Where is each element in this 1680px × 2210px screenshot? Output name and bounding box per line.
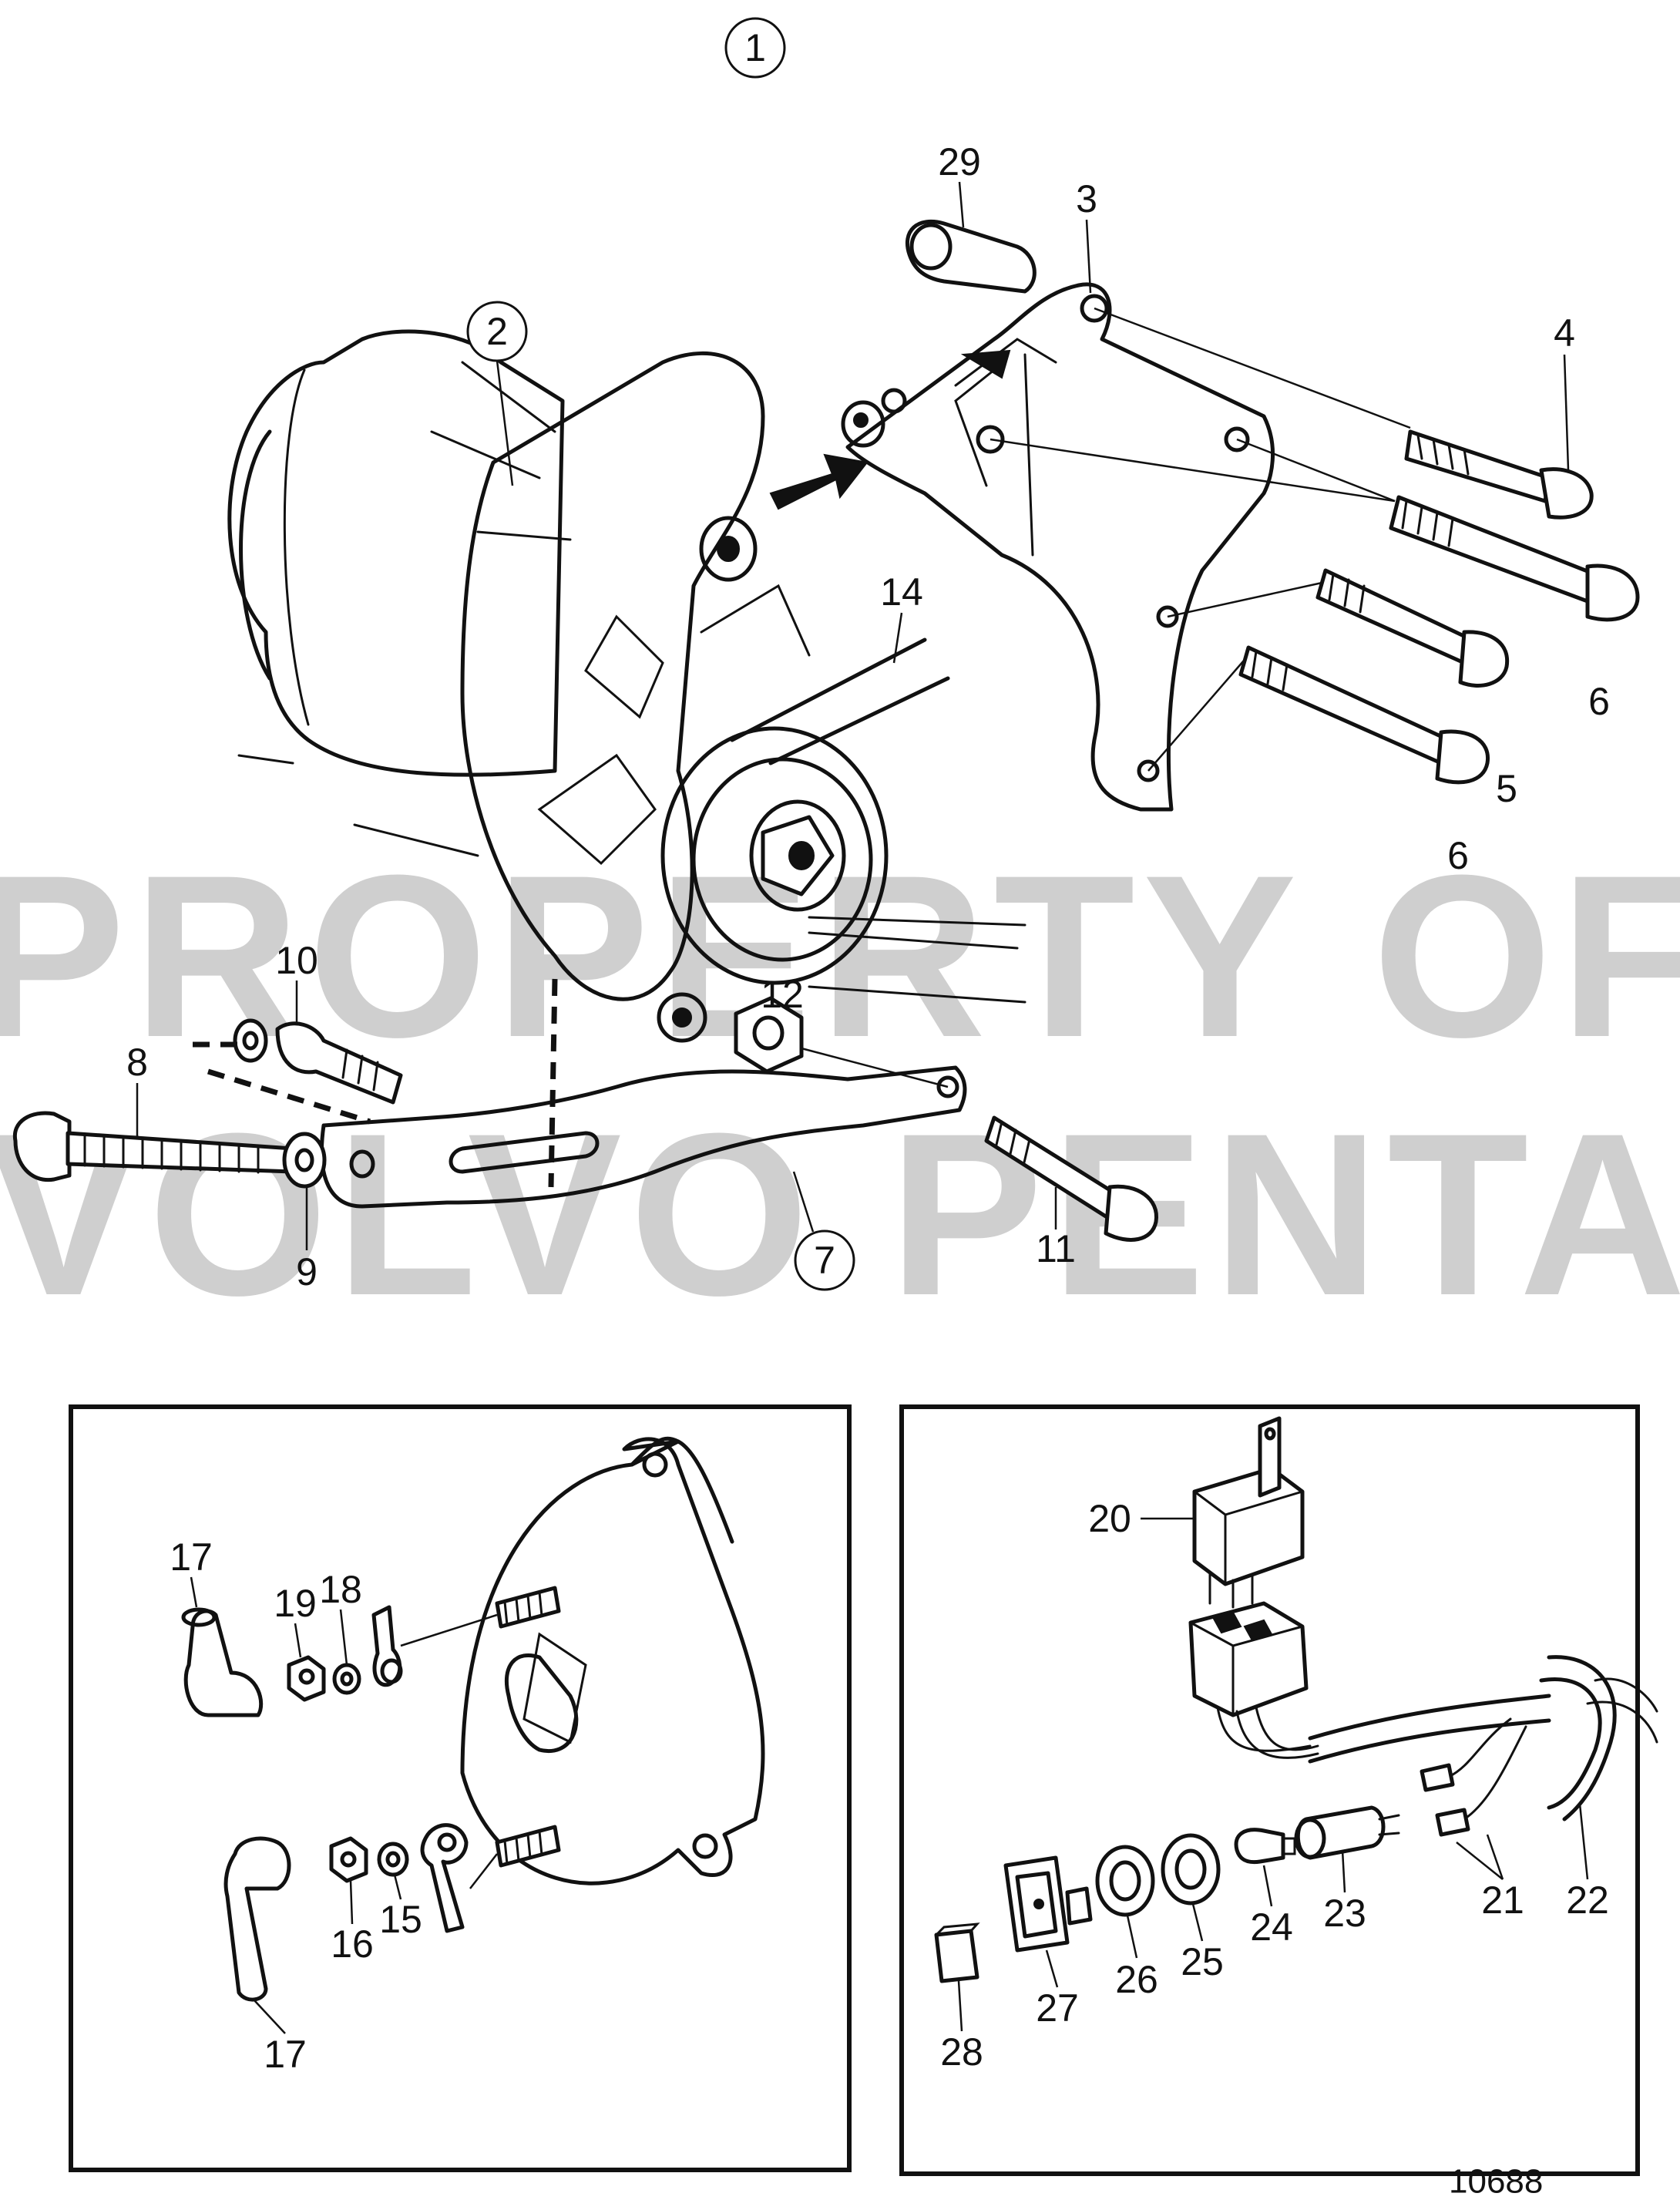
svg-text:5: 5 <box>1496 767 1517 810</box>
relay-detail-box <box>899 1404 1658 2176</box>
callout-9: 9 <box>296 1187 318 1293</box>
diagram-number: 10688 <box>1449 2163 1543 2201</box>
washer-9 <box>282 1132 327 1189</box>
callout-25: 25 <box>1181 1903 1224 1983</box>
svg-text:17: 17 <box>170 1536 213 1579</box>
svg-text:25: 25 <box>1181 1940 1224 1983</box>
assembly-arrow <box>769 453 869 510</box>
callout-15: 15 <box>379 1874 422 1941</box>
svg-text:12: 12 <box>761 973 804 1016</box>
svg-text:21: 21 <box>1481 1879 1524 1922</box>
svg-text:22: 22 <box>1566 1879 1609 1922</box>
callout-7: 7 <box>792 1171 855 1291</box>
callout-18: 18 <box>319 1568 362 1666</box>
svg-text:28: 28 <box>940 2030 983 2074</box>
callout-24: 24 <box>1250 1865 1293 1949</box>
callout-12: 12 <box>761 973 804 1016</box>
svg-text:9: 9 <box>296 1250 318 1293</box>
callout-21: 21 <box>1456 1834 1524 1922</box>
bolt-11 <box>801 1047 1159 1242</box>
callout-29: 29 <box>938 140 981 228</box>
svg-text:7: 7 <box>814 1239 835 1282</box>
svg-text:15: 15 <box>379 1898 422 1941</box>
svg-text:24: 24 <box>1250 1906 1293 1949</box>
callout-26: 26 <box>1115 1915 1158 2001</box>
svg-text:19: 19 <box>274 1582 317 1625</box>
adjusting-arm <box>319 1065 967 1209</box>
svg-text:23: 23 <box>1323 1892 1366 1935</box>
svg-text:11: 11 <box>1036 1227 1076 1270</box>
dashed-guides <box>193 978 558 1188</box>
svg-text:4: 4 <box>1554 311 1575 355</box>
spacer <box>905 219 1037 294</box>
svg-text:18: 18 <box>319 1568 362 1611</box>
svg-text:26: 26 <box>1115 1958 1158 2001</box>
callout-1: 1 <box>724 17 786 79</box>
svg-text:27: 27 <box>1036 1986 1079 2030</box>
callout-3: 3 <box>1076 177 1097 294</box>
callout-10: 10 <box>275 939 318 1025</box>
callout-2: 2 <box>466 301 528 486</box>
svg-text:2: 2 <box>486 310 508 353</box>
callout-8: 8 <box>126 1041 148 1137</box>
bracket-bolts <box>990 307 1640 785</box>
svg-text:29: 29 <box>938 140 981 183</box>
bracket <box>841 282 1275 812</box>
svg-text:17: 17 <box>264 2033 307 2076</box>
callout-6-b: 6 <box>1447 834 1469 877</box>
alternator <box>227 329 1026 1043</box>
svg-text:10: 10 <box>275 939 318 982</box>
callout-14: 14 <box>880 570 923 664</box>
callout-5: 5 <box>1496 767 1517 810</box>
callout-6-a: 6 <box>1588 680 1610 723</box>
callout-17-b: 17 <box>254 2000 307 2076</box>
callout-28: 28 <box>940 1980 983 2074</box>
callout-22: 22 <box>1566 1803 1609 1922</box>
callout-11: 11 <box>1036 1187 1076 1270</box>
svg-text:20: 20 <box>1088 1497 1131 1540</box>
svg-text:3: 3 <box>1076 177 1097 220</box>
svg-text:1: 1 <box>744 26 766 69</box>
svg-text:8: 8 <box>126 1041 148 1084</box>
watermark-line-2: VOLVO PENTA <box>0 1085 1680 1344</box>
svg-text:14: 14 <box>880 570 923 614</box>
callout-27: 27 <box>1036 1949 1079 2030</box>
callout-17-a: 17 <box>170 1536 213 1608</box>
callout-19: 19 <box>274 1582 317 1658</box>
callout-23: 23 <box>1323 1849 1366 1935</box>
callout-4: 4 <box>1554 311 1575 471</box>
callout-16: 16 <box>331 1880 374 1966</box>
svg-text:6: 6 <box>1588 680 1610 723</box>
terminal-detail-box <box>69 1404 852 2172</box>
svg-text:6: 6 <box>1447 834 1469 877</box>
svg-text:16: 16 <box>331 1922 374 1966</box>
nut-12 <box>734 996 804 1074</box>
callout-20: 20 <box>1088 1497 1131 1540</box>
